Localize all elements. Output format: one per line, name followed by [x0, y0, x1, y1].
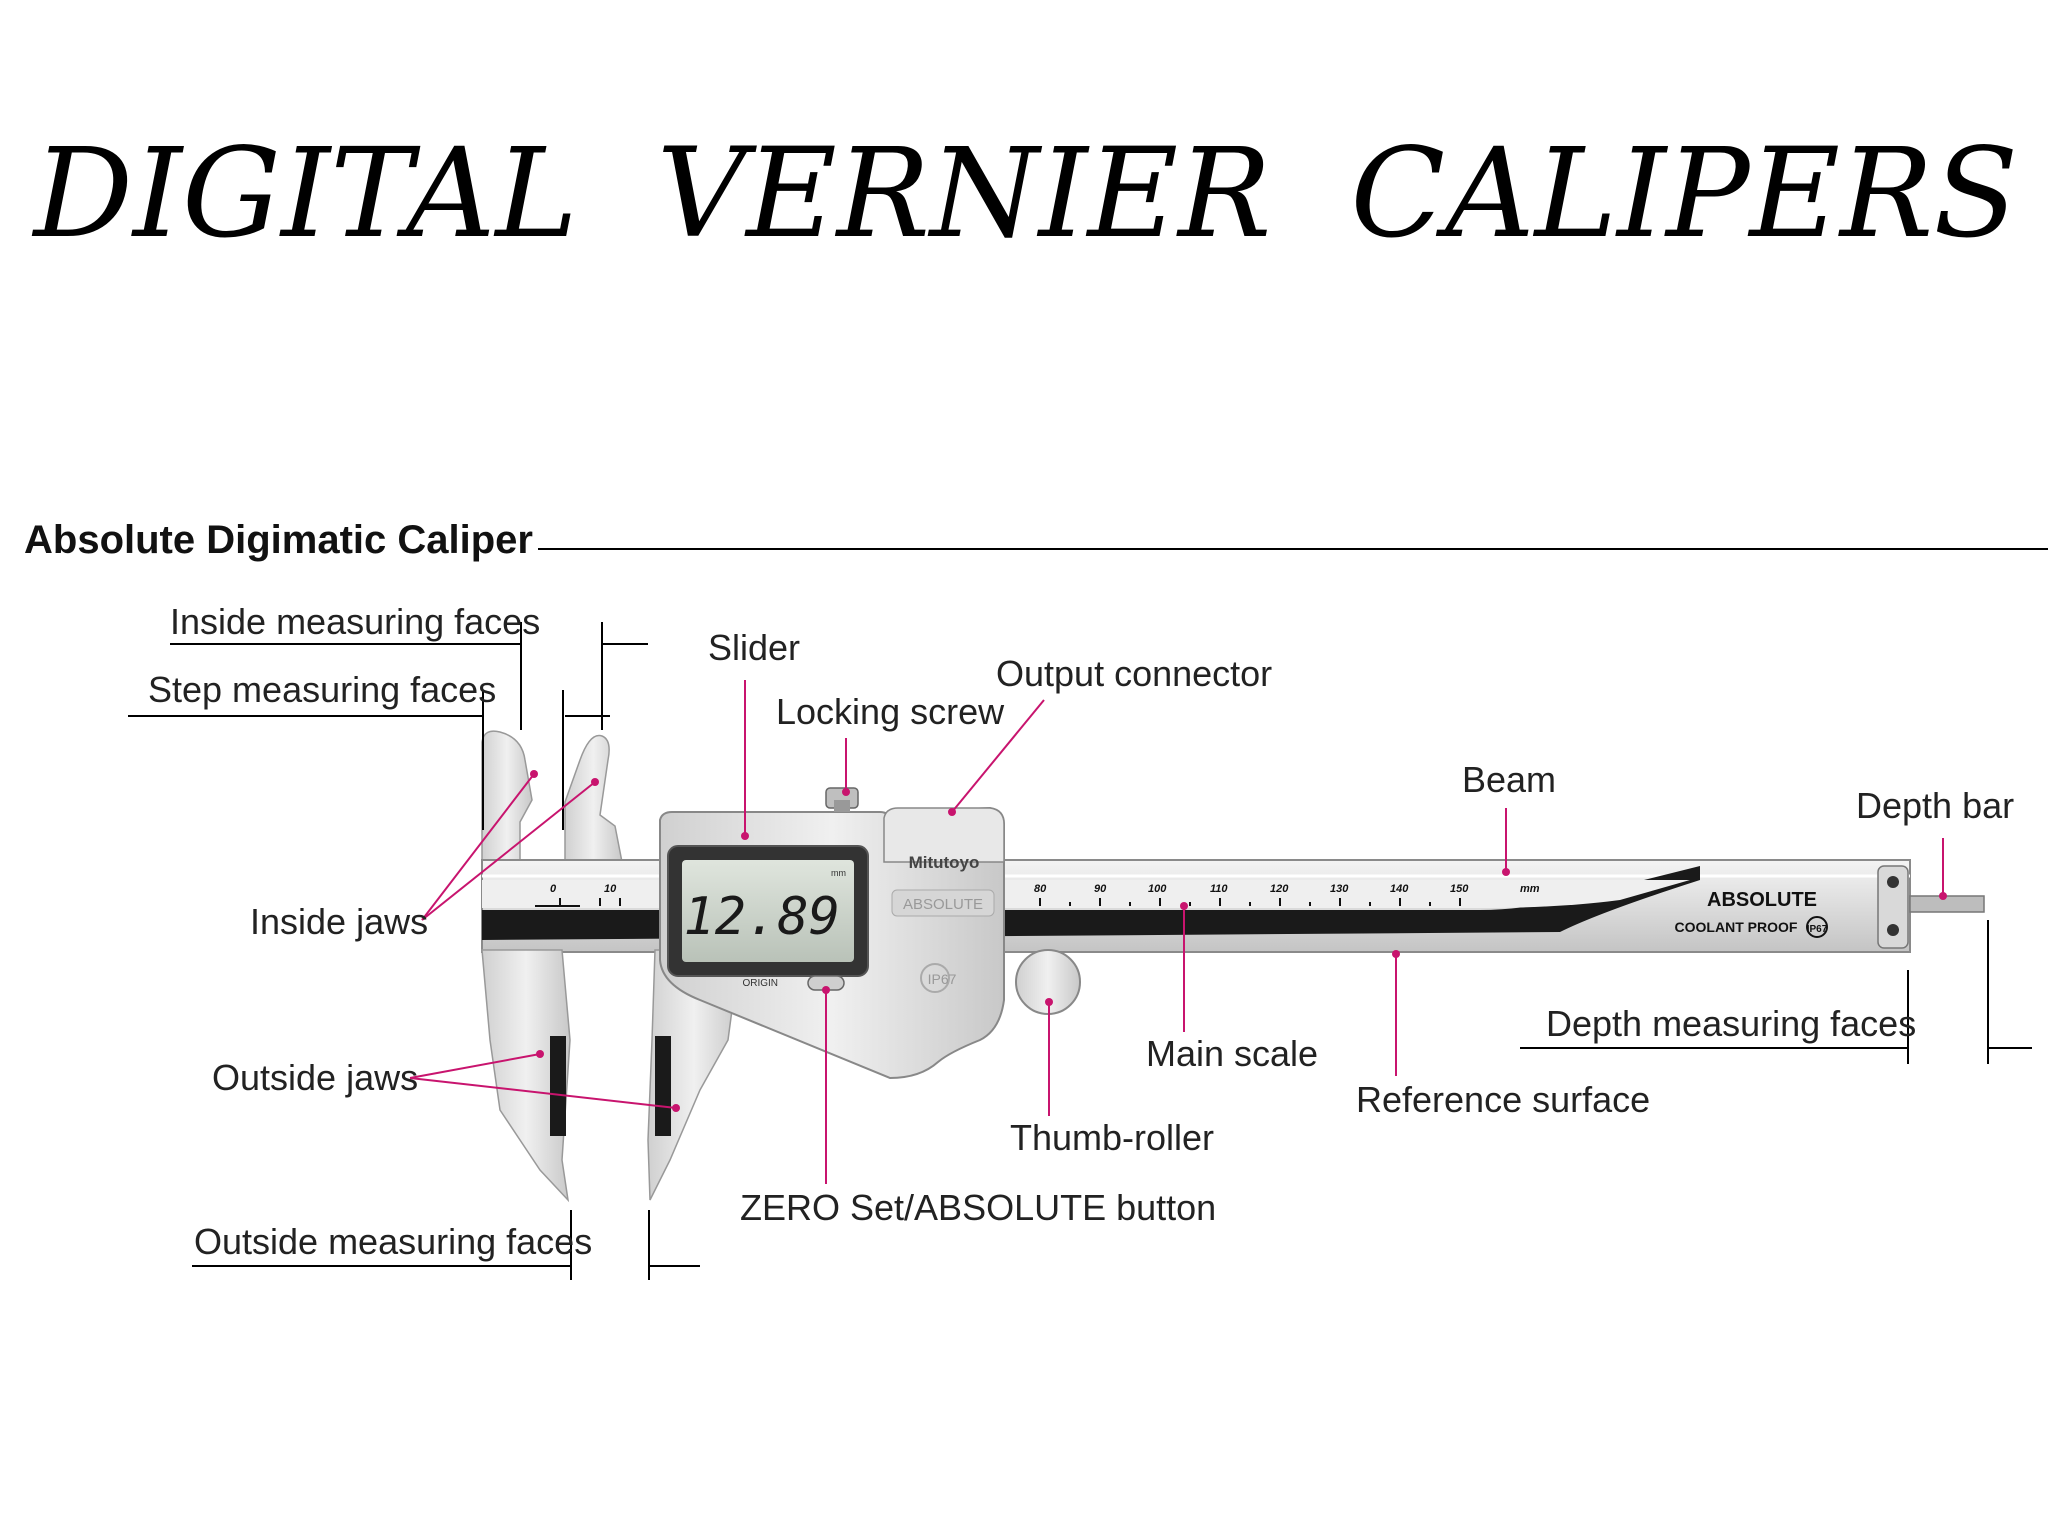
- diagram-subtitle: Absolute Digimatic Caliper: [24, 518, 533, 562]
- beam-tick-90: 90: [1094, 883, 1107, 895]
- label-locking-screw: Locking screw: [776, 691, 1005, 732]
- label-reference-surface: Reference surface: [1356, 1079, 1650, 1120]
- lcd-reading: 12.89: [683, 887, 840, 947]
- lcd-screen: [682, 860, 854, 962]
- beam-tick-120: 120: [1270, 883, 1289, 895]
- beam-brand: ABSOLUTE: [1707, 889, 1817, 911]
- label-depth-bar: Depth bar: [1856, 785, 2014, 826]
- label-inside-measuring-faces: Inside measuring faces: [170, 601, 540, 642]
- slider-badge: ABSOLUTE: [903, 896, 983, 913]
- label-step-measuring-faces: Step measuring faces: [148, 669, 496, 710]
- inside-jaw-fixed: [481, 730, 533, 863]
- beam-main-scale: [1039, 898, 1461, 906]
- label-output-connector: Output connector: [996, 653, 1272, 694]
- beam-ip-badge: IP67: [1807, 924, 1828, 935]
- slider-ip-badge: IP67: [928, 971, 957, 987]
- label-main-scale: Main scale: [1146, 1033, 1318, 1074]
- label-inside-jaws: Inside jaws: [250, 901, 428, 942]
- slider-tick-10: 10: [604, 883, 617, 895]
- beam-tagline: COOLANT PROOF: [1675, 919, 1798, 935]
- label-slider: Slider: [708, 627, 800, 668]
- beam-tick-140: 140: [1390, 883, 1409, 895]
- beam-tick-80: 80: [1034, 883, 1047, 895]
- output-connector: [883, 807, 1005, 863]
- beam-tick-150: 150: [1450, 883, 1469, 895]
- dimension-lines: [128, 622, 2032, 1280]
- origin-label: ORIGIN: [742, 978, 778, 989]
- page-title: DIGITAL VERNIER CALIPERS: [32, 122, 2019, 266]
- leader-lines: [409, 680, 1947, 1184]
- beam-tick-130: 130: [1330, 883, 1349, 895]
- slider-tick-0: 0: [550, 883, 557, 895]
- inside-jaw-movable: [564, 734, 623, 863]
- caliper-illustration: 80 90 100 110 120 130 140 150 mm ABSOLUT…: [481, 730, 1985, 1203]
- label-outside-jaws: Outside jaws: [212, 1057, 418, 1098]
- beam-end-cap: [1877, 865, 1909, 949]
- label-beam: Beam: [1462, 759, 1556, 800]
- label-outside-measuring-faces: Outside measuring faces: [194, 1221, 592, 1262]
- beam-tick-100: 100: [1148, 883, 1167, 895]
- depth-bar: [1909, 895, 1985, 913]
- label-depth-measuring-faces: Depth measuring faces: [1546, 1003, 1916, 1044]
- slider-brand: Mitutoyo: [909, 853, 980, 872]
- beam-scale-unit: mm: [1520, 883, 1540, 895]
- label-zero-set-button: ZERO Set/ABSOLUTE button: [740, 1187, 1216, 1228]
- beam-tick-110: 110: [1210, 883, 1228, 895]
- lcd-unit: mm: [831, 868, 846, 878]
- label-thumb-roller: Thumb-roller: [1010, 1117, 1214, 1158]
